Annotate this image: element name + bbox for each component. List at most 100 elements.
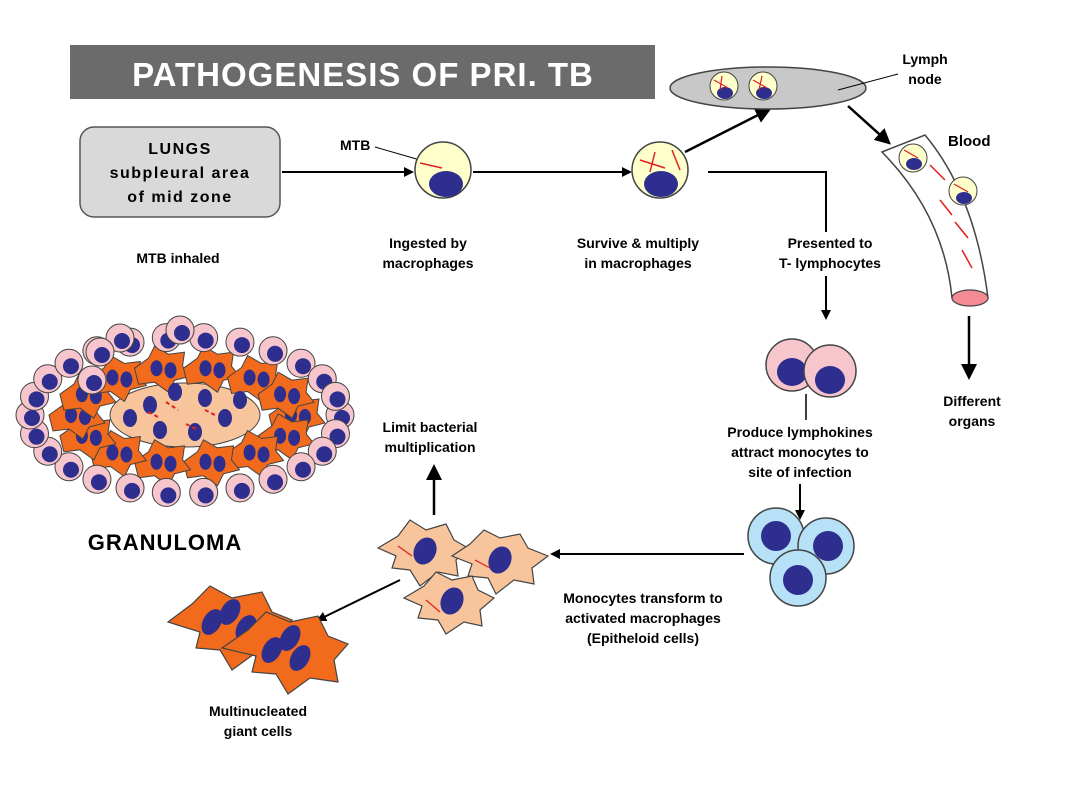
arrow-to-giant-cells — [316, 579, 401, 621]
granuloma-nucleus — [150, 360, 163, 377]
bacillus — [419, 162, 443, 169]
bacillus — [961, 249, 973, 269]
giant-nucleus — [279, 625, 301, 651]
granuloma-lymphocyte-nucleus — [28, 428, 45, 445]
t-lymphocytes — [765, 338, 857, 398]
lungs-box-shape — [79, 126, 281, 218]
granuloma-lymphocyte-nucleus — [197, 332, 214, 349]
granuloma-nucleus — [123, 409, 137, 427]
bacillus — [425, 599, 441, 613]
monocyte-nucleus — [783, 565, 813, 595]
blood-macrophage-nucleus — [956, 192, 972, 204]
granuloma-bacillus — [185, 423, 199, 431]
macrophage-nucleus — [644, 171, 678, 197]
granuloma-nucleus — [120, 446, 133, 463]
lungs-box-line-3: of mid zone — [127, 189, 232, 206]
label-limit-1: Limit bacterial — [383, 419, 478, 435]
granuloma-giant-cell — [227, 429, 285, 478]
label-transform-1: Monocytes transform to — [563, 590, 722, 606]
label-lymph-2: node — [908, 71, 942, 87]
giant-cell — [220, 611, 350, 695]
macrophage-ingested — [414, 141, 472, 199]
lymphocyte-nucleus — [777, 358, 807, 386]
label-transform-2: activated macrophages — [565, 610, 721, 626]
bacillus — [953, 183, 969, 193]
granuloma-lymphocyte-nucleus — [233, 337, 250, 354]
granuloma-nucleus — [164, 362, 177, 379]
granuloma-lymphocyte-nucleus — [41, 373, 58, 390]
granuloma-bacillus — [147, 411, 161, 419]
arrow-to-lymph-node — [684, 108, 772, 154]
granuloma-lymphocyte-nucleus — [28, 391, 45, 408]
granuloma — [15, 315, 355, 507]
giant-nucleus — [201, 609, 223, 635]
granuloma-nucleus — [213, 362, 226, 379]
granuloma-nucleus — [120, 371, 133, 388]
label-survive-1: Survive & multiply — [577, 235, 699, 251]
granuloma-lymphocyte-nucleus — [329, 391, 346, 408]
bacillus — [649, 151, 656, 173]
arrow-to-blood — [847, 105, 891, 145]
granuloma-lymphocyte-nucleus — [62, 358, 79, 375]
granuloma-lymphocyte-nucleus — [62, 461, 79, 478]
giant-nucleus — [289, 645, 311, 671]
lungs-box: LUNGS subpleural area of mid zone — [79, 126, 281, 218]
granuloma-lymphocyte-nucleus — [316, 446, 333, 463]
granuloma-lymphocyte-nucleus — [295, 358, 312, 375]
granuloma-nucleus — [288, 388, 301, 405]
giant-nucleus — [219, 599, 241, 625]
epitheloid-nucleus — [440, 587, 464, 615]
label-produce-1: Produce lymphokines — [727, 424, 873, 440]
granuloma-lymphocyte-nucleus — [197, 487, 214, 504]
vessel-opening — [951, 289, 989, 307]
node-macrophage-nucleus — [756, 87, 772, 99]
lymph-node — [669, 66, 867, 110]
granuloma-lymphocyte-nucleus — [233, 482, 250, 499]
bacillus — [671, 149, 681, 171]
granuloma-lymphocyte-nucleus — [295, 461, 312, 478]
granuloma-nucleus — [274, 386, 287, 403]
label-ingested-1: Ingested by — [389, 235, 467, 251]
granuloma-nucleus — [150, 453, 163, 470]
granuloma-giant-cell — [182, 439, 241, 487]
label-mtb: MTB — [340, 137, 370, 153]
label-organs-2: organs — [949, 413, 996, 429]
granuloma-nucleus — [198, 389, 212, 407]
granuloma-nucleus — [218, 409, 232, 427]
epitheloid-nucleus — [488, 546, 512, 574]
bacillus — [939, 199, 953, 216]
granuloma-nucleus — [243, 369, 256, 386]
granuloma-nucleus — [106, 444, 119, 461]
granuloma-nucleus — [288, 429, 301, 446]
granuloma-lymphocyte-nucleus — [86, 375, 102, 391]
label-transform-3: (Epitheloid cells) — [587, 630, 699, 646]
label-granuloma: GRANULOMA — [88, 530, 242, 555]
granuloma-lymphocyte-nucleus — [329, 428, 346, 445]
macrophage-nucleus — [429, 171, 463, 197]
mtb-leader-line — [374, 146, 421, 161]
monocyte-nucleus — [761, 521, 791, 551]
granuloma-nucleus — [143, 396, 157, 414]
granuloma-nucleus — [164, 455, 177, 472]
granuloma-nucleus — [257, 371, 270, 388]
giant-nucleus — [261, 637, 283, 663]
granuloma-lymphocyte-nucleus — [174, 325, 190, 341]
granuloma-giant-cell — [133, 439, 192, 487]
bacillus — [929, 164, 946, 181]
granuloma-nucleus — [65, 407, 77, 423]
granuloma-lymphocyte-nucleus — [160, 487, 177, 504]
granuloma-nucleus — [243, 444, 256, 461]
label-organs-1: Different — [943, 393, 1001, 409]
bacillus — [903, 149, 919, 159]
title-banner: PATHOGENESIS OF PRI. TB — [70, 45, 655, 99]
label-ingested-2: macrophages — [382, 255, 473, 271]
granuloma-bacillus — [204, 409, 218, 417]
label-limit-2: multiplication — [385, 439, 476, 455]
granuloma-nucleus — [168, 383, 182, 401]
monocytes — [747, 507, 855, 607]
label-multinucleated-1: Multinucleated — [209, 703, 307, 719]
label-lymph-1: Lymph — [902, 51, 947, 67]
blood-macrophage-nucleus — [906, 158, 922, 170]
vessel-wall — [880, 134, 989, 299]
